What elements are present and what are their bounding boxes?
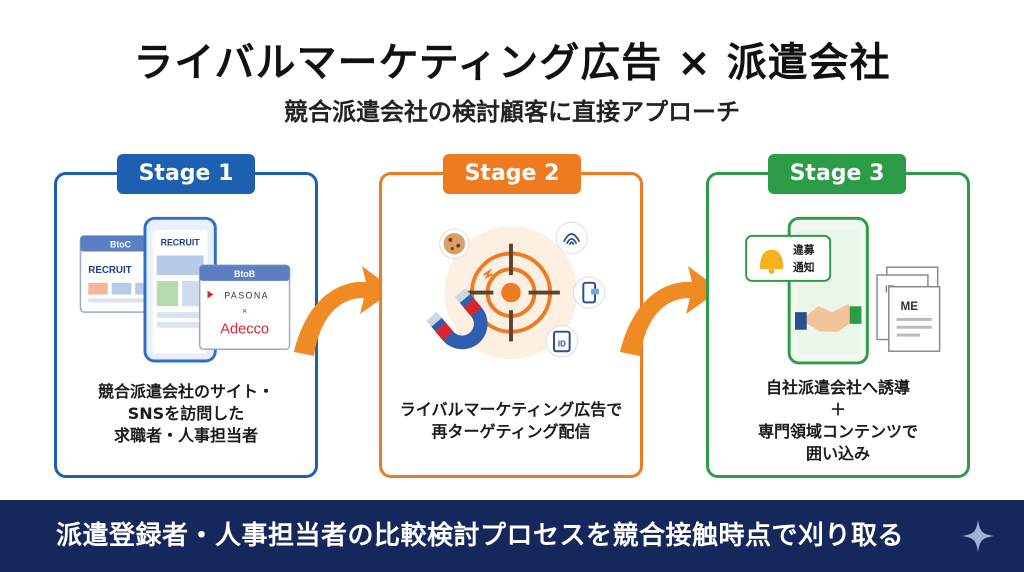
svg-text:×: ×	[242, 306, 247, 316]
svg-text:PASONA: PASONA	[224, 290, 269, 300]
bottom-banner: 派遣登録者・人事担当者の比較検討プロセスを競合接触時点で刈り取る	[0, 500, 1024, 572]
magnet-icon	[426, 288, 488, 350]
svg-text:違募: 違募	[793, 244, 815, 257]
handshake-icon	[795, 304, 862, 332]
stage-1-illustration: BtoC RECRUIT RECRUIT BtoB PASONA × A	[79, 216, 291, 363]
stage-1-description: 競合派遣会社のサイト・ SNSを訪問した 求職者・人事担当者	[97, 382, 274, 445]
svg-text:ME: ME	[901, 300, 919, 313]
stage-3-label: Stage 3	[768, 154, 906, 194]
device-icon	[573, 276, 606, 309]
page-title: ライバルマーケティング広告 × 派遣会社	[133, 40, 891, 86]
bell-icon	[759, 249, 784, 275]
page-subtitle: 競合派遣会社の検討顧客に直接アプローチ	[284, 98, 740, 126]
notification-popup: 違募 通知	[745, 234, 832, 282]
flow-arrow-1	[294, 266, 394, 356]
stage-2-label: Stage 2	[443, 154, 581, 194]
fingerprint-icon	[555, 221, 588, 254]
documents-icon: 医 IT ME	[876, 266, 941, 352]
phone-device: RECRUIT	[143, 216, 217, 363]
svg-text:ID: ID	[558, 339, 566, 348]
cookie-icon	[439, 228, 470, 259]
svg-text:通知: 通知	[793, 261, 815, 274]
svg-text:BtoB: BtoB	[234, 269, 255, 279]
stage-1-card: BtoC RECRUIT RECRUIT BtoB PASONA × A	[54, 172, 318, 478]
svg-text:RECRUIT: RECRUIT	[88, 265, 131, 276]
btob-window: BtoB PASONA × Adecco	[198, 264, 291, 351]
stage-1-label: Stage 1	[117, 154, 255, 194]
svg-text:Adecco: Adecco	[220, 322, 269, 338]
stage-2-illustration: ID	[426, 221, 606, 360]
stage-3-illustration: 違募 通知 医 IT ME	[745, 216, 941, 365]
stage-2-description: ライバルマーケティング広告で 再ターゲティング配信	[399, 400, 623, 441]
sparkle-icon	[962, 520, 994, 552]
target-icon	[462, 243, 560, 342]
svg-text:RECRUIT: RECRUIT	[161, 238, 201, 248]
stage-3-description: 自社派遣会社へ誘導 ＋ 専門領域コンテンツで 囲い込み	[757, 378, 918, 463]
flow-arrow-2	[620, 266, 720, 356]
banner-message: 派遣登録者・人事担当者の比較検討プロセスを競合接触時点で刈り取る	[55, 521, 904, 551]
stage-2-card: ID ライバルマーケティング広告で 再ターゲティング配信	[379, 172, 643, 478]
svg-text:BtoC: BtoC	[110, 240, 132, 250]
id-card-icon: ID	[545, 325, 578, 358]
stage-3-card: 違募 通知 医 IT ME 自社派遣会社へ誘導 ＋ 専門領域コンテンツで 囲い込…	[706, 172, 970, 478]
